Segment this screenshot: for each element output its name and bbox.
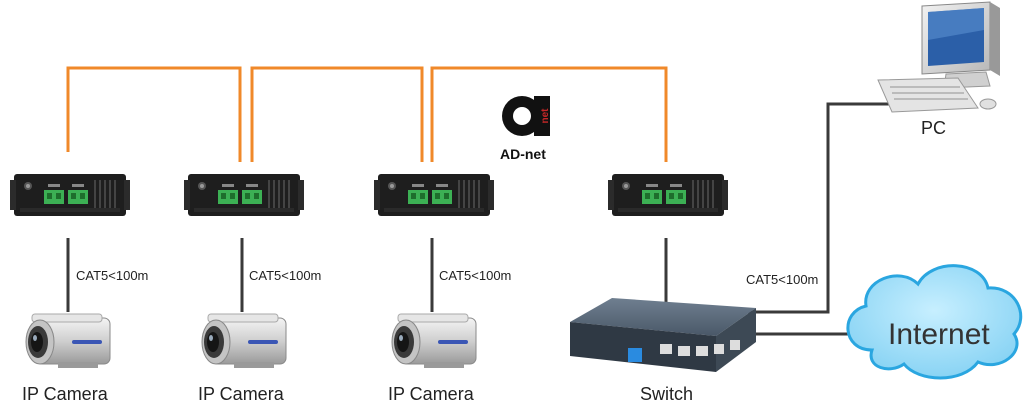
adnet-logo-icon: net — [502, 96, 551, 136]
camera-label-2: IP Camera — [198, 384, 284, 404]
camera-label-1: IP Camera — [22, 384, 108, 404]
poe-converter-icon-3 — [374, 174, 494, 216]
cable-label-4: CAT5<100m — [746, 272, 819, 287]
camera-label-3: IP Camera — [388, 384, 474, 404]
network-cables — [66, 102, 900, 336]
switch-icon — [570, 298, 756, 372]
power-wires — [66, 66, 668, 162]
switch-label: Switch — [640, 384, 694, 404]
poe-converter-icon-4 — [608, 174, 728, 216]
cloud-icon — [846, 264, 1023, 380]
power-wire-2 — [250, 66, 424, 162]
pc-label: PC — [921, 118, 947, 138]
cable-label-2: CAT5<100m — [249, 268, 322, 283]
poe-converter-icon-2 — [184, 174, 304, 216]
ip-camera-icon-2 — [201, 313, 287, 369]
logo-brand-text: AD-net — [500, 146, 546, 162]
power-wire-1 — [66, 66, 242, 162]
ip-camera-icon-1 — [25, 313, 111, 369]
ip-camera-icon-3 — [391, 313, 477, 369]
logo-mark-text: net — [540, 108, 551, 124]
cable-label-3: CAT5<100m — [439, 268, 512, 283]
cable-label-1: CAT5<100m — [76, 268, 149, 283]
pc-icon — [877, 1, 1000, 113]
poe-converter-icon-1 — [10, 174, 130, 216]
cable-pc — [740, 102, 900, 314]
internet-label: Internet — [888, 318, 990, 351]
power-wire-3 — [430, 66, 668, 162]
